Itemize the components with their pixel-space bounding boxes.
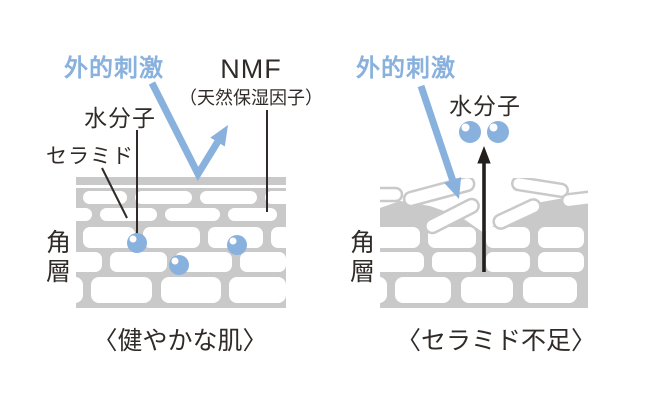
caption-healthy-skin: 〈健やかな肌〉 bbox=[92, 327, 268, 355]
external-stimulus-label-left: 外的刺激 bbox=[64, 55, 164, 82]
corneocyte-row-4 bbox=[380, 252, 584, 272]
penetrate-arrow-icon bbox=[417, 84, 462, 199]
healthy-skin-block bbox=[76, 177, 286, 308]
corneocyte-row-5 bbox=[76, 277, 286, 303]
water-droplet bbox=[487, 121, 509, 143]
nmf-sub-label: （天然保湿因子） bbox=[179, 88, 323, 108]
stratum-corneum-label-right: 角層 bbox=[346, 229, 375, 287]
disordered-corneocytes bbox=[380, 178, 588, 235]
pointer-lines bbox=[101, 110, 268, 234]
ceramide-label: セラミド bbox=[46, 145, 134, 168]
corneocyte-row-2 bbox=[76, 208, 277, 221]
water-droplet bbox=[227, 235, 247, 255]
pointer-line-ceramide bbox=[101, 167, 128, 219]
nmf-label: NMF bbox=[220, 54, 282, 84]
water-droplets-escaping bbox=[459, 121, 509, 143]
water-droplet bbox=[127, 233, 147, 253]
deflect-arrow-icon bbox=[148, 81, 228, 182]
water-loss-arrow-icon bbox=[477, 146, 491, 272]
water-droplets-left bbox=[127, 233, 247, 275]
water-droplet bbox=[169, 255, 189, 275]
skin-surface-bar bbox=[76, 177, 286, 185]
corneocyte-row-3 bbox=[380, 227, 584, 248]
water-droplet bbox=[459, 121, 481, 143]
corneocyte-row-5 bbox=[380, 277, 577, 303]
corneocyte-row-4 bbox=[76, 252, 286, 272]
water-molecule-label-right: 水分子 bbox=[449, 93, 521, 119]
external-stimulus-label-right: 外的刺激 bbox=[356, 55, 456, 82]
water-molecule-label-left: 水分子 bbox=[84, 105, 156, 131]
stratum-corneum-label-left: 角層 bbox=[42, 229, 71, 287]
caption-ceramide-deficient: 〈セラミド不足〉 bbox=[396, 327, 597, 355]
